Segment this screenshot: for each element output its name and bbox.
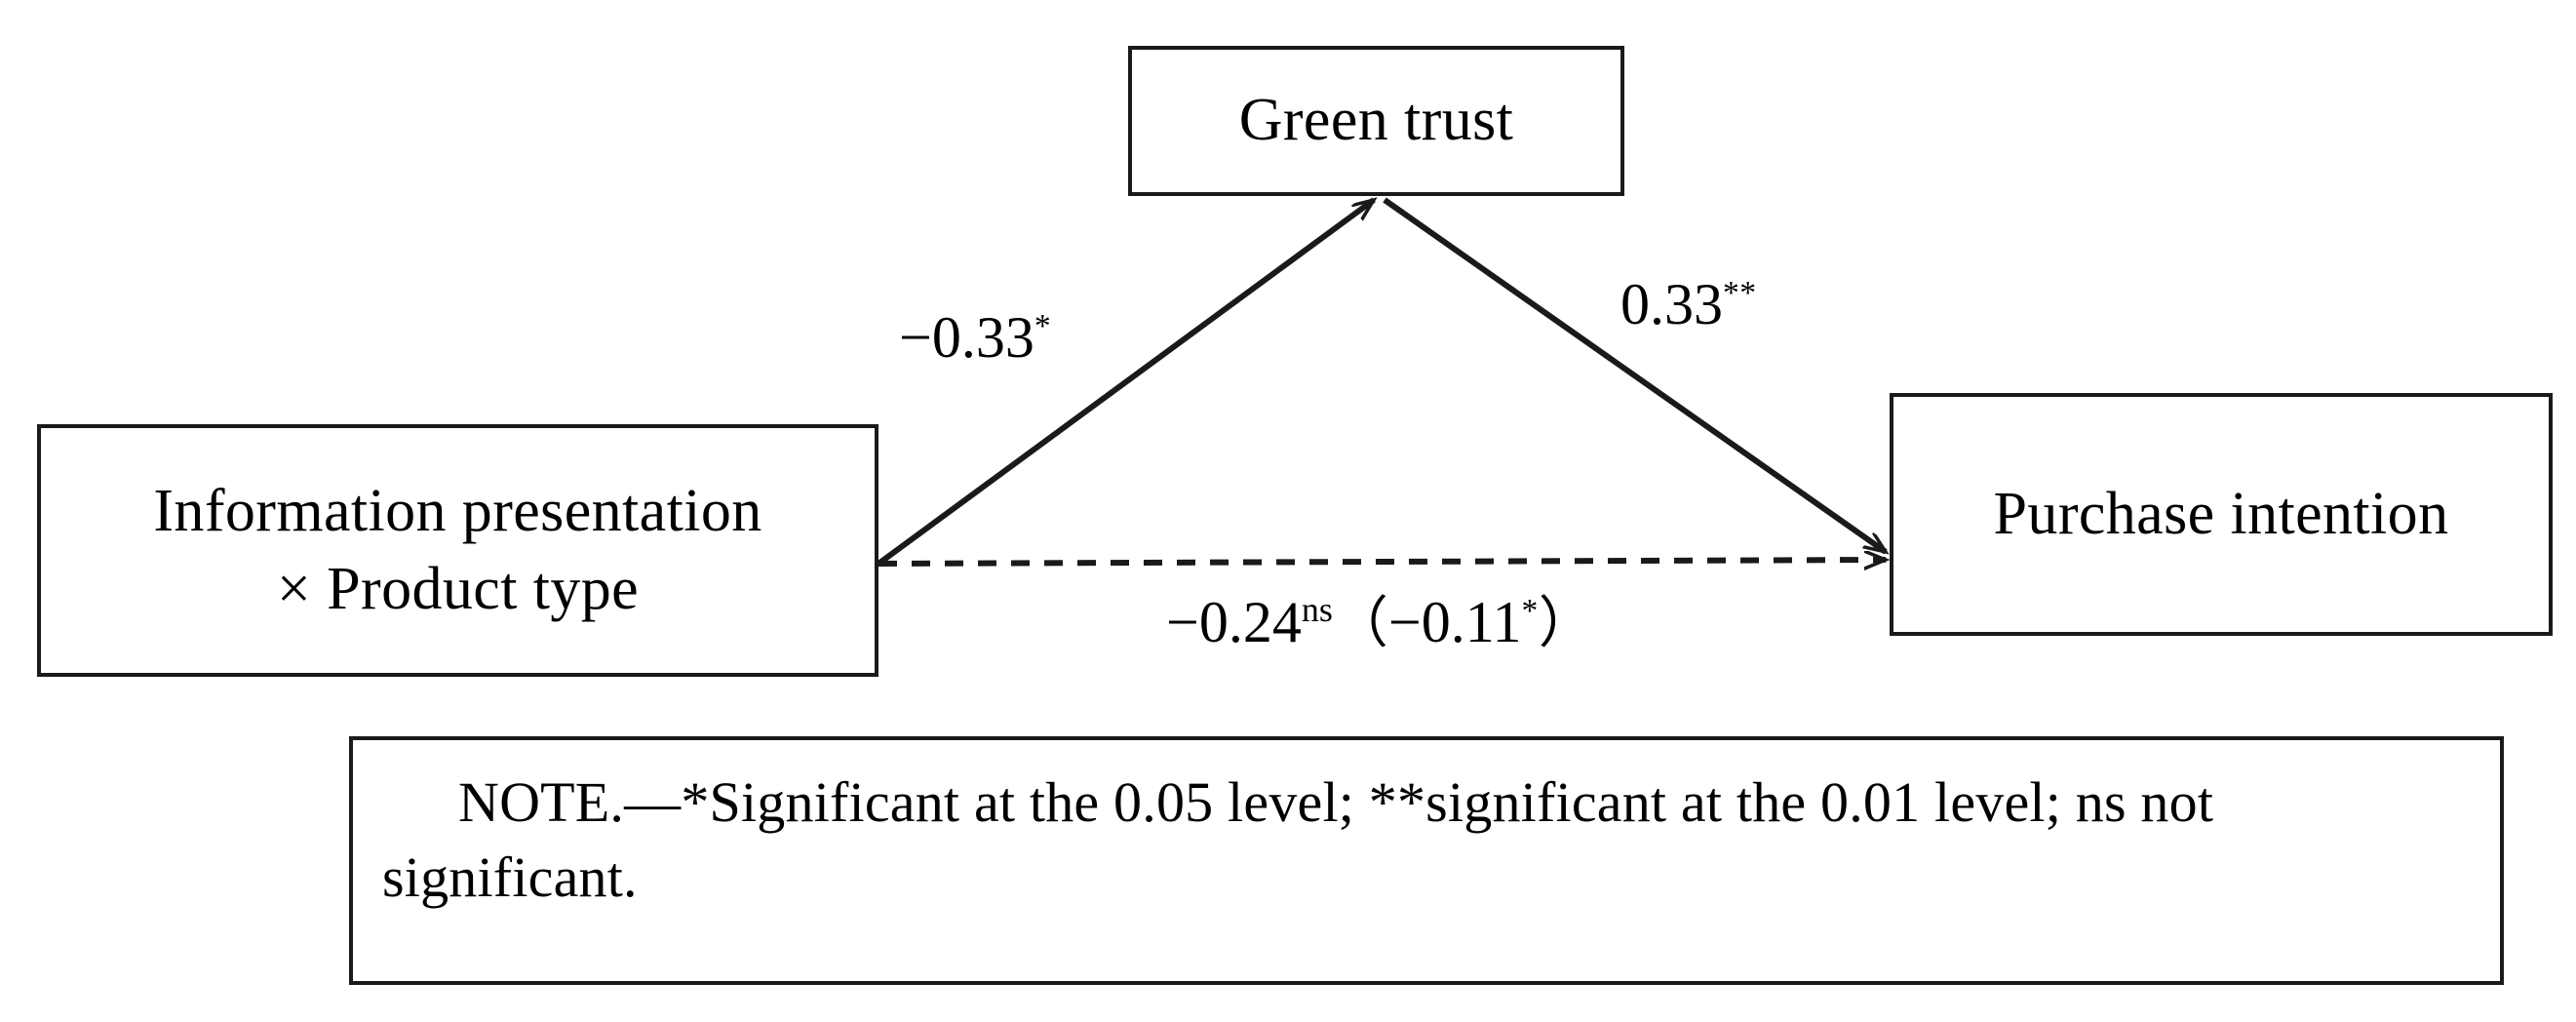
path-c-indirect-significance: * [1521,593,1539,629]
node-purchase-intention[interactable]: Purchase intention [1890,393,2553,636]
node-dependent-label: Purchase intention [1993,480,2449,547]
arrow-a-path-independent-to-green-trust [877,200,1374,567]
node-green-trust[interactable]: Green trust [1128,46,1624,196]
path-b-coefficient: 0.33 [1620,272,1723,336]
path-a-coefficient: −0.33 [899,305,1034,370]
path-label-a-path: −0.33* [899,308,1051,367]
node-information-presentation-product-type[interactable]: Information presentation × Product type [37,424,878,677]
path-c-significance: ns [1301,590,1333,629]
path-b-significance: ** [1723,275,1757,311]
note-box: NOTE.—*Significant at the 0.05 level; **… [349,736,2504,985]
path-c-indirect-coefficient: −0.11 [1387,590,1522,654]
arrow-b-path-green-trust-to-dependent [1383,197,1886,552]
path-label-c-path: −0.24ns（−0.11*） [1166,590,1594,654]
path-label-b-path: 0.33** [1620,275,1757,334]
path-c-paren-open: （ [1332,593,1388,654]
path-c-coefficient: −0.24 [1166,590,1302,654]
path-a-significance: * [1034,308,1052,344]
arrow-c-path-independent-to-dependent-dashed [878,560,1886,564]
node-independent-label: Information presentation × Product type [153,478,762,622]
note-text: NOTE.—*Significant at the 0.05 level; **… [382,770,2214,909]
node-green-trust-label: Green trust [1238,87,1514,154]
path-c-paren-close: ） [1538,593,1594,654]
